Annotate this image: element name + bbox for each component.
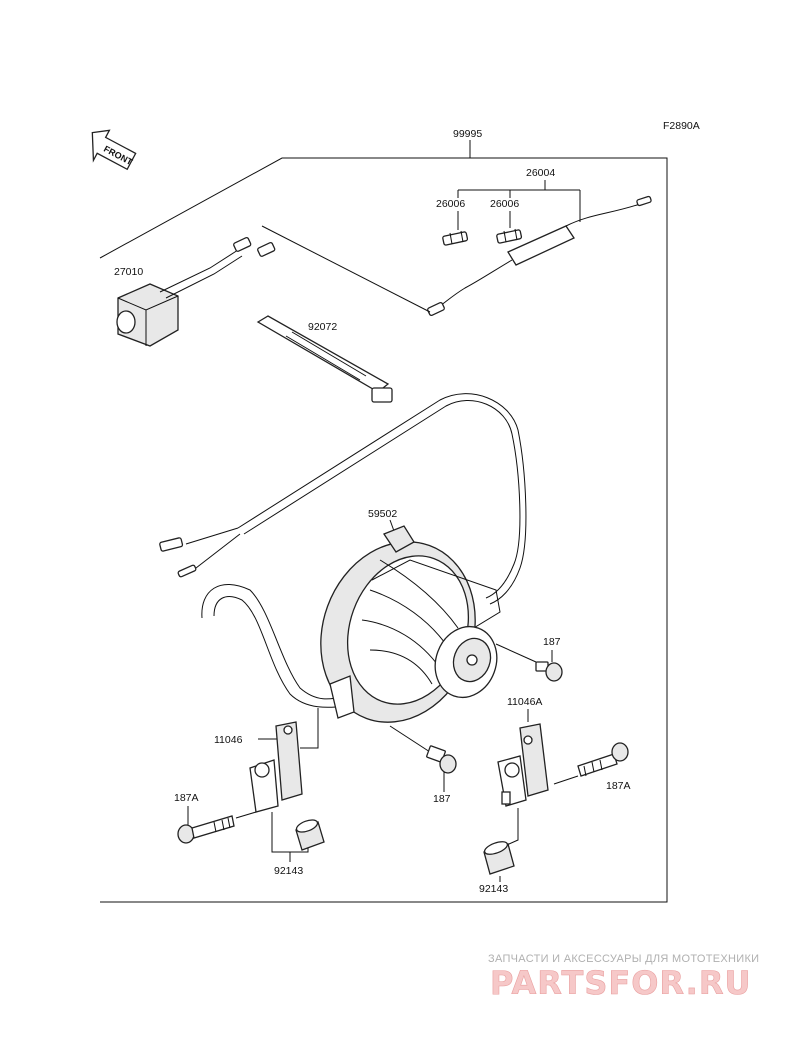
fuse-left xyxy=(442,230,469,246)
fan-59502 xyxy=(320,525,501,723)
label-26006-right: 26006 xyxy=(490,198,519,210)
label-27010: 27010 xyxy=(114,266,143,278)
collar-92143-right xyxy=(483,841,515,875)
label-187A-right: 187A xyxy=(606,780,631,792)
label-187-fan: 187 xyxy=(543,636,561,648)
label-99995: 99995 xyxy=(453,128,482,140)
label-26004: 26004 xyxy=(526,167,555,179)
bolt-187A-right xyxy=(577,742,629,777)
drain-hose xyxy=(201,584,347,700)
label-92143-right: 92143 xyxy=(479,883,508,895)
fan-harness xyxy=(159,393,527,605)
fuse-right xyxy=(496,228,523,244)
band-92072 xyxy=(256,315,393,403)
label-11046A: 11046A xyxy=(507,696,542,708)
label-26006-left: 26006 xyxy=(436,198,465,210)
watermark-tagline: ЗАПЧАСТИ И АКСЕССУАРЫ ДЛЯ МОТОТЕХНИКИ xyxy=(488,953,759,965)
bracket-11046A xyxy=(497,723,549,807)
bolt-187-center xyxy=(426,745,457,774)
label-187-center: 187 xyxy=(433,793,451,805)
label-59502: 59502 xyxy=(368,508,397,520)
figure-code: F2890A xyxy=(663,120,700,132)
bracket-11046 xyxy=(249,721,303,813)
bolt-187-fan xyxy=(535,661,563,682)
watermark-brand: PARTSFOR.RU xyxy=(490,964,751,1002)
diagram-frame xyxy=(99,157,668,903)
collar-92143-left xyxy=(295,819,325,851)
bolt-187A-left xyxy=(177,811,257,844)
fuse-holder xyxy=(261,195,652,316)
switch-27010 xyxy=(116,237,276,347)
label-11046: 11046 xyxy=(214,734,243,746)
label-92143-left: 92143 xyxy=(274,865,303,877)
front-arrow: FRONT xyxy=(91,129,137,171)
label-187A-left: 187A xyxy=(174,792,199,804)
label-92072: 92072 xyxy=(308,321,337,333)
